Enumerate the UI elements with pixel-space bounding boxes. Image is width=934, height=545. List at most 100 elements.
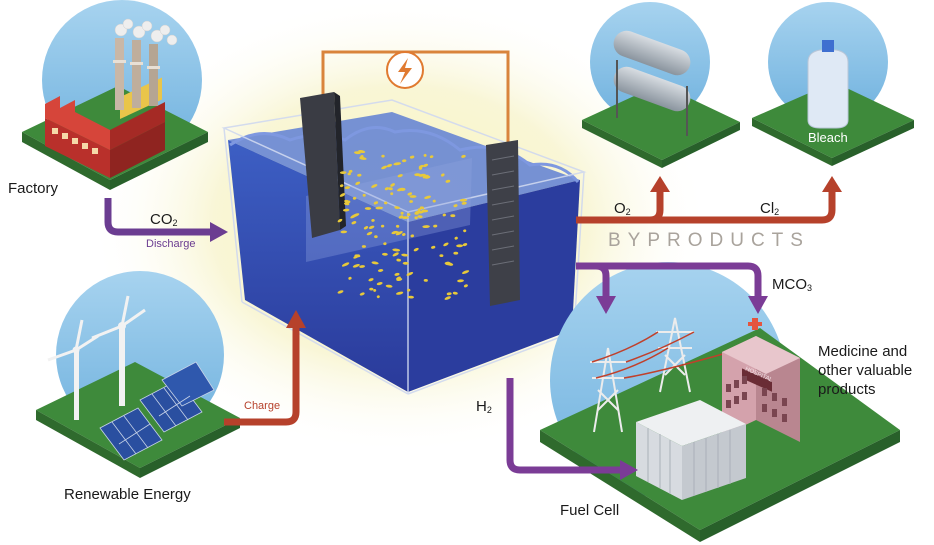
ion-particle xyxy=(462,243,468,247)
ion-particle xyxy=(368,278,374,282)
ion-particle xyxy=(371,218,375,222)
ion-particle xyxy=(361,245,366,248)
city-scene xyxy=(540,262,900,542)
ion-particle xyxy=(339,184,344,188)
ion-particle xyxy=(445,179,451,183)
ion-particle xyxy=(388,187,393,191)
ion-particle xyxy=(374,235,378,239)
ion-particle xyxy=(344,186,351,190)
ion-particle xyxy=(368,225,375,229)
ion-particle xyxy=(396,231,400,235)
fuel-cell-label: Fuel Cell xyxy=(560,502,620,519)
ion-particle xyxy=(339,171,347,175)
ion-particle xyxy=(409,200,413,203)
medicine-line-1: Medicine and xyxy=(818,343,908,360)
ion-particle xyxy=(377,269,384,272)
ion-particle xyxy=(422,174,429,179)
ion-particle xyxy=(373,288,377,292)
hospital-icon xyxy=(722,318,800,442)
ion-particle xyxy=(443,242,449,247)
ion-particle xyxy=(422,225,430,229)
h2-main: H xyxy=(476,398,487,415)
wind-turbine-icon xyxy=(47,295,146,420)
ion-particle xyxy=(401,253,409,257)
mco3-subscript: 3 xyxy=(807,283,813,293)
o2-subscript: 2 xyxy=(625,207,631,217)
ion-particle xyxy=(359,292,365,296)
ion-particle xyxy=(402,261,409,265)
ion-particle xyxy=(357,173,362,177)
products-arrow xyxy=(576,262,762,298)
ion-particle xyxy=(406,271,414,276)
cl2-subscript: 2 xyxy=(774,207,780,217)
ion-particle xyxy=(392,252,399,257)
ion-particle xyxy=(402,233,406,236)
ion-particle xyxy=(452,291,458,295)
ion-particle xyxy=(348,169,353,173)
ion-particle xyxy=(347,172,351,176)
ion-particle xyxy=(354,254,361,258)
discharge-label: Discharge xyxy=(146,238,196,250)
factory-label: Factory xyxy=(8,180,59,197)
ion-particle xyxy=(362,193,366,197)
ion-particle xyxy=(364,207,372,210)
ion-particle xyxy=(384,201,388,205)
ion-particle xyxy=(456,244,464,248)
ion-particle xyxy=(383,242,387,246)
ion-particle xyxy=(355,181,361,185)
ion-particle xyxy=(352,196,357,200)
ion-particle xyxy=(373,201,379,205)
ion-particle xyxy=(394,206,400,210)
gas-tank-icon xyxy=(582,2,740,168)
ion-particle xyxy=(386,163,393,168)
ion-particle xyxy=(360,155,364,158)
ion-particle xyxy=(463,229,467,233)
hydrogen-arrow xyxy=(506,378,622,474)
ion-particle xyxy=(462,270,470,274)
o2-main: O xyxy=(614,200,626,217)
ion-particle xyxy=(406,213,411,217)
ion-particle xyxy=(459,198,468,202)
ion-particle xyxy=(382,252,388,256)
h2-subscript: 2 xyxy=(486,405,492,415)
ion-particle xyxy=(337,290,344,294)
ion-particle xyxy=(409,155,415,159)
ion-particle xyxy=(354,151,361,155)
ion-particle xyxy=(433,224,438,228)
ion-particle xyxy=(369,287,374,291)
ion-particle xyxy=(384,187,389,191)
solar-panel-icon xyxy=(99,361,215,461)
cl2-main: Cl xyxy=(760,200,775,217)
ion-particle xyxy=(340,230,348,234)
ion-particle xyxy=(407,192,413,196)
ion-particle xyxy=(454,236,458,240)
ion-particle xyxy=(439,254,444,258)
ion-particle xyxy=(410,234,415,238)
ion-particle xyxy=(390,183,395,187)
ion-particle xyxy=(419,209,426,214)
cl2-label: Cl2 xyxy=(760,200,779,217)
ion-particle xyxy=(453,251,459,255)
ion-particle xyxy=(363,226,369,230)
ion-particle xyxy=(407,288,411,292)
ion-particle xyxy=(446,292,452,296)
bleach-label: Bleach xyxy=(808,130,848,145)
ion-particle xyxy=(391,230,398,235)
factory-icon xyxy=(22,0,208,190)
byproducts-label: BYPRODUCTS xyxy=(608,230,810,251)
ion-particle xyxy=(461,154,466,158)
ion-particle xyxy=(344,199,349,203)
ion-particle xyxy=(376,282,383,286)
ion-particle xyxy=(390,192,394,196)
ion-particle xyxy=(441,173,445,177)
ion-particle xyxy=(424,195,431,199)
ion-particle xyxy=(398,215,404,219)
ion-particle xyxy=(453,204,458,208)
fuel-cell-icon xyxy=(636,400,746,500)
ion-particle xyxy=(366,231,373,236)
medicine-line-2: other valuable xyxy=(818,362,913,379)
co2-subscript: 2 xyxy=(172,218,178,228)
ion-particle xyxy=(442,213,446,217)
ion-particle xyxy=(397,187,404,192)
